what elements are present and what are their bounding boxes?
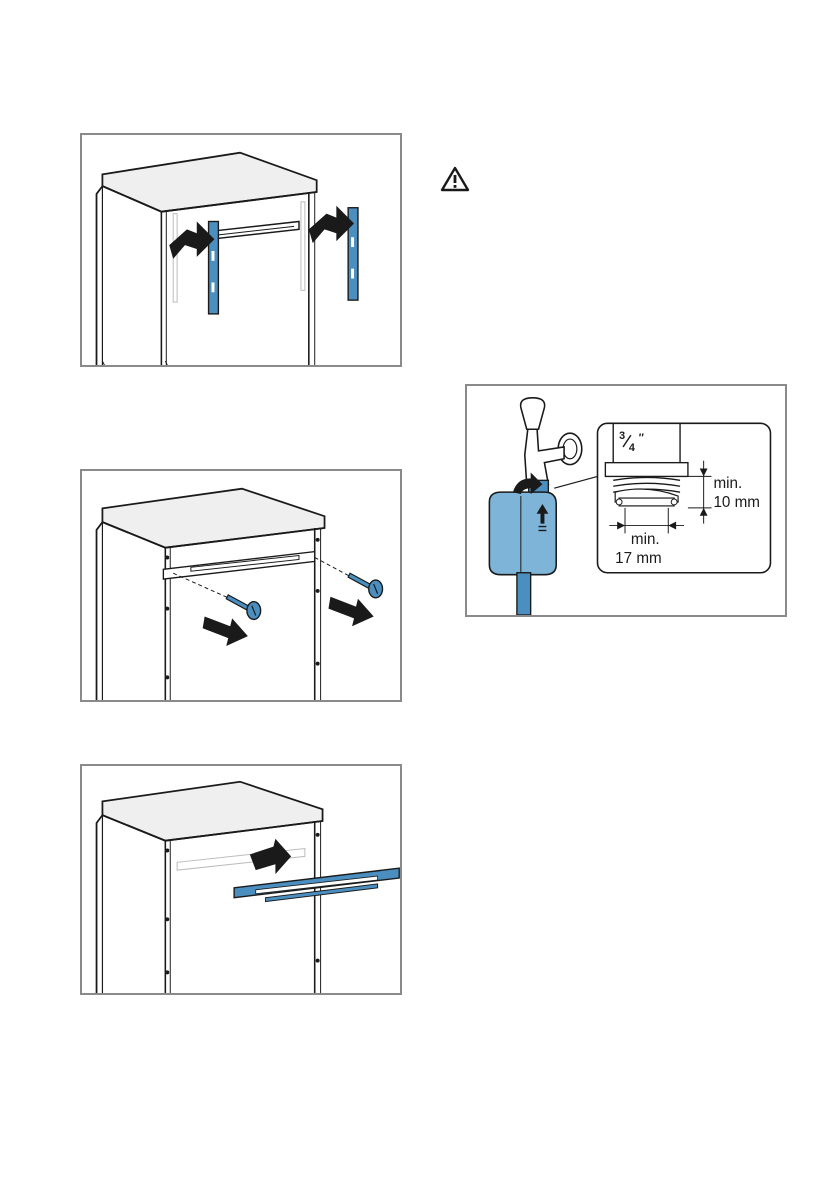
svg-text:″: ″ bbox=[639, 432, 644, 444]
arrow-right-icon bbox=[203, 616, 248, 645]
screw-right-icon bbox=[348, 573, 382, 598]
arrow-right-icon bbox=[328, 597, 373, 626]
figure-remove-screws bbox=[80, 469, 402, 702]
tap-handle-icon bbox=[521, 398, 545, 429]
svg-text:4: 4 bbox=[629, 442, 635, 454]
arrow-right-icon bbox=[250, 839, 291, 874]
illustration-appliance-brackets bbox=[82, 135, 400, 365]
hose-connector bbox=[489, 480, 556, 615]
arrow-right-icon bbox=[169, 221, 214, 258]
arrow-right-icon bbox=[309, 206, 354, 243]
figure-remove-rail bbox=[80, 764, 402, 995]
illustration-appliance-rail bbox=[82, 766, 400, 993]
width-min-label: min. bbox=[631, 531, 660, 548]
screw-left-icon bbox=[226, 595, 260, 620]
height-min-label: min. bbox=[713, 475, 742, 492]
figure-attach-side-brackets bbox=[80, 133, 402, 367]
svg-text:3: 3 bbox=[619, 430, 625, 442]
illustration-tap-thread: 3 4 ″ min. 10 mm min. 17 mm bbox=[467, 386, 785, 615]
rail-part bbox=[234, 868, 399, 901]
warning-triangle-icon bbox=[440, 166, 470, 192]
height-min-value: 10 mm bbox=[713, 494, 760, 511]
figure-tap-connection: 3 4 ″ min. 10 mm min. 17 mm bbox=[465, 384, 787, 617]
width-min-value: 17 mm bbox=[615, 550, 662, 567]
illustration-appliance-screws bbox=[82, 471, 400, 700]
